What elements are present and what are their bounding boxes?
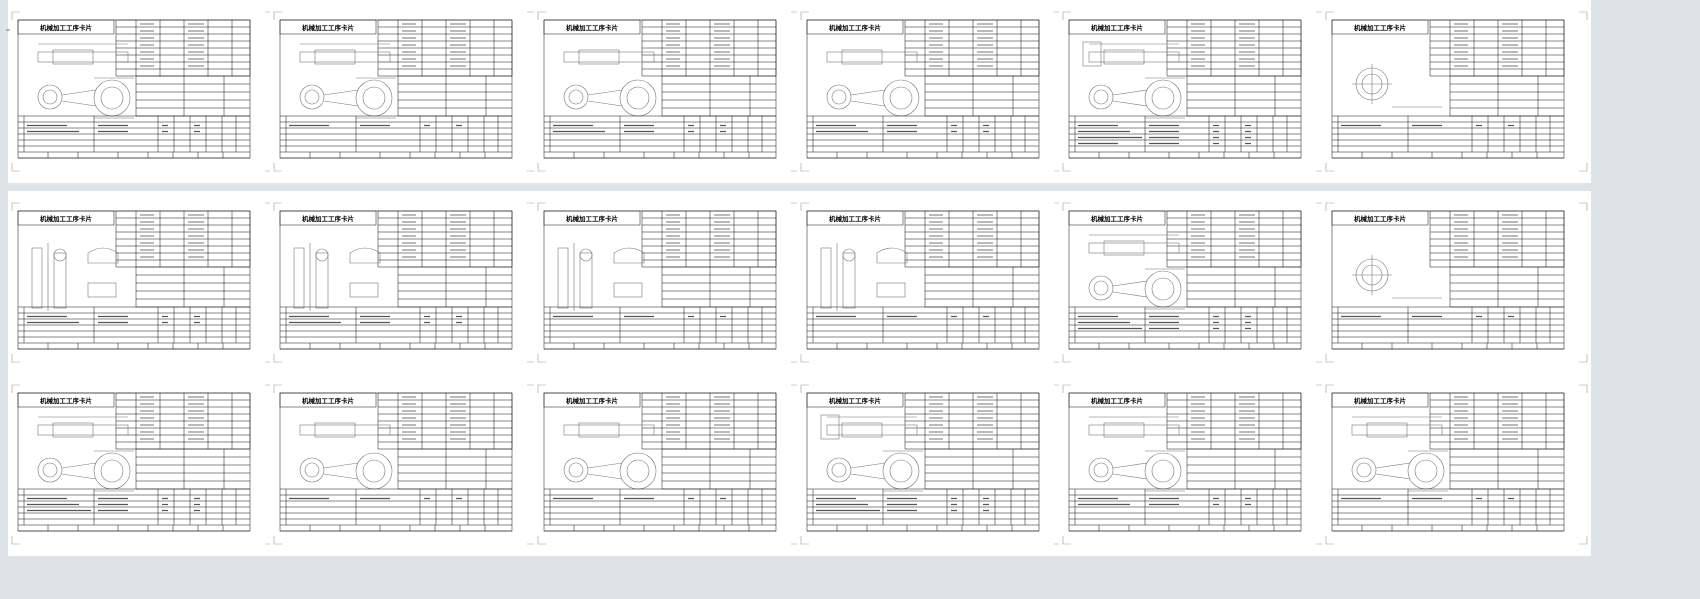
form-title: 机械加工工序卡片 [829, 214, 881, 223]
page-thumbnail[interactable]: 机械加工工序卡片 [270, 191, 539, 374]
form-title: 机械加工工序卡片 [40, 23, 92, 32]
page-thumbnail[interactable]: 机械加工工序卡片 [534, 0, 803, 183]
process-card-sheet: 机械加工工序卡片 [800, 202, 1063, 363]
process-card-sheet: 机械加工工序卡片 [11, 11, 274, 172]
process-card-sheet: 机械加工工序卡片 [273, 202, 536, 363]
page-thumbnail[interactable]: 机械加工工序卡片 [1322, 191, 1591, 374]
form-title: 机械加工工序卡片 [1091, 23, 1143, 32]
page-thumbnail[interactable]: 机械加工工序卡片 [1322, 0, 1591, 183]
page-thumbnail[interactable]: 机械加工工序卡片 [270, 373, 539, 556]
form-title: 机械加工工序卡片 [566, 214, 618, 223]
process-card-sheet: 机械加工工序卡片 [273, 384, 536, 545]
form-title: 机械加工工序卡片 [302, 214, 354, 223]
process-card-sheet: 机械加工工序卡片 [11, 202, 274, 363]
page-thumbnail[interactable]: 机械加工工序卡片 [534, 373, 803, 556]
chevron-down-icon[interactable]: ⌄ [4, 24, 12, 34]
process-card-sheet: 机械加工工序卡片 [800, 11, 1063, 172]
process-card-sheet: 机械加工工序卡片 [537, 202, 800, 363]
process-card-sheet: 机械加工工序卡片 [11, 384, 274, 545]
page-thumbnail[interactable]: 机械加工工序卡片 [270, 0, 539, 183]
form-title: 机械加工工序卡片 [302, 23, 354, 32]
process-card-sheet: 机械加工工序卡片 [537, 384, 800, 545]
page-thumbnail[interactable]: 机械加工工序卡片 [8, 373, 277, 556]
process-card-sheet: 机械加工工序卡片 [537, 11, 800, 172]
page-thumbnail[interactable]: 机械加工工序卡片 [534, 191, 803, 374]
form-title: 机械加工工序卡片 [566, 396, 618, 405]
page-thumbnail[interactable]: 机械加工工序卡片 [1059, 191, 1328, 374]
form-title: 机械加工工序卡片 [1354, 23, 1406, 32]
process-card-sheet: 机械加工工序卡片 [1062, 11, 1325, 172]
process-card-sheet: 机械加工工序卡片 [800, 384, 1063, 545]
page-thumbnail[interactable]: 机械加工工序卡片 [8, 0, 277, 183]
form-title: 机械加工工序卡片 [1091, 396, 1143, 405]
page-thumbnail[interactable]: 机械加工工序卡片 [1059, 373, 1328, 556]
process-card-sheet: 机械加工工序卡片 [1325, 11, 1588, 172]
process-card-sheet: 机械加工工序卡片 [1062, 384, 1325, 545]
process-card-sheet: 机械加工工序卡片 [1325, 202, 1588, 363]
page-thumbnail[interactable]: 机械加工工序卡片 [1059, 0, 1328, 183]
form-title: 机械加工工序卡片 [1354, 214, 1406, 223]
process-card-sheet: 机械加工工序卡片 [273, 11, 536, 172]
form-title: 机械加工工序卡片 [40, 214, 92, 223]
form-title: 机械加工工序卡片 [829, 396, 881, 405]
form-title: 机械加工工序卡片 [40, 396, 92, 405]
page-thumbnail[interactable]: 机械加工工序卡片 [797, 373, 1066, 556]
process-card-sheet: 机械加工工序卡片 [1062, 202, 1325, 363]
form-title: 机械加工工序卡片 [566, 23, 618, 32]
page-thumbnail[interactable]: 机械加工工序卡片 [8, 191, 277, 374]
process-card-sheet: 机械加工工序卡片 [1325, 384, 1588, 545]
page-thumbnail[interactable]: 机械加工工序卡片 [1322, 373, 1591, 556]
form-title: 机械加工工序卡片 [302, 396, 354, 405]
page-thumbnail[interactable]: 机械加工工序卡片 [797, 0, 1066, 183]
form-title: 机械加工工序卡片 [829, 23, 881, 32]
form-title: 机械加工工序卡片 [1091, 214, 1143, 223]
page-thumbnail[interactable]: 机械加工工序卡片 [797, 191, 1066, 374]
form-title: 机械加工工序卡片 [1354, 396, 1406, 405]
